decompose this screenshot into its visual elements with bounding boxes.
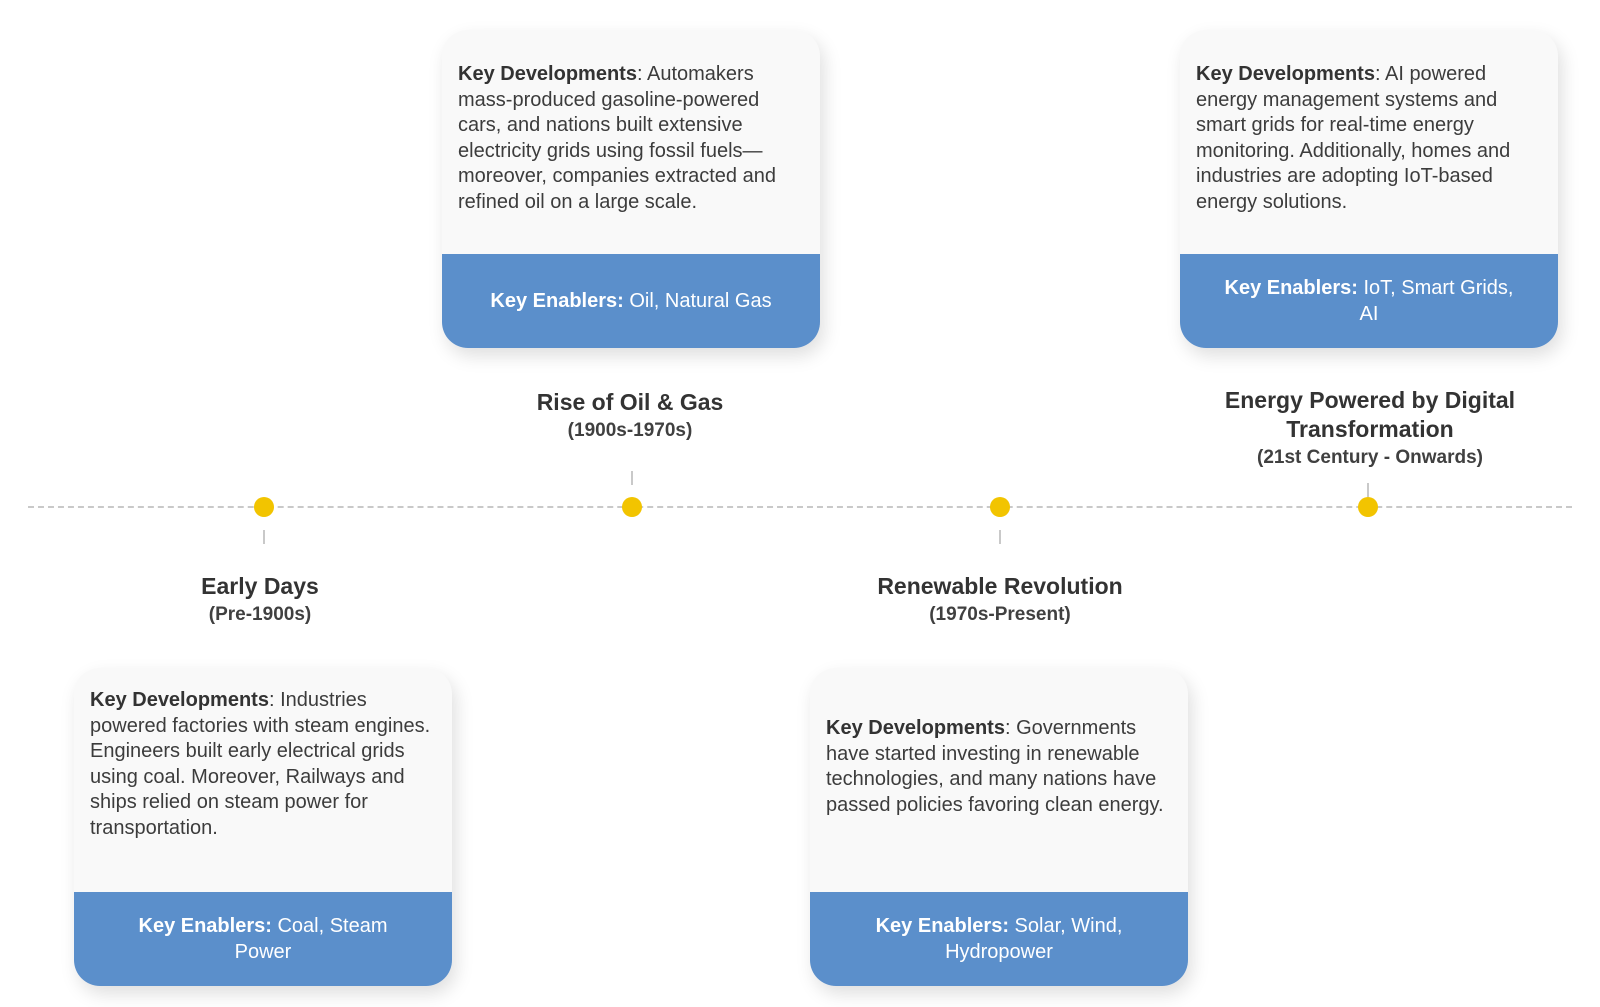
key-developments-text: AI powered energy management systems and… xyxy=(1196,63,1511,213)
key-developments: Key Developments: AI powered energy mana… xyxy=(1180,30,1558,254)
key-developments-text: Automakers mass-produced gasoline-powere… xyxy=(458,63,776,213)
key-enablers: Key Enablers: Oil, Natural Gas xyxy=(442,254,820,348)
timeline-dot-early-days xyxy=(254,497,274,517)
key-enablers: Key Enablers: Solar, Wind, Hydropower xyxy=(810,892,1188,986)
phase-card-early-days: Key Developments: Industries powered fac… xyxy=(74,668,452,986)
timeline-line xyxy=(28,506,1572,508)
timeline-dot-oil-gas xyxy=(622,497,642,517)
timeline-dot-digital xyxy=(1358,497,1378,517)
phase-heading-oil-gas: Rise of Oil & Gas (1900s-1970s) xyxy=(480,388,780,444)
timeline-dot-renewable xyxy=(990,497,1010,517)
phase-card-renewable: Key Developments: Governments have start… xyxy=(810,668,1188,986)
key-developments-label: Key Developments xyxy=(90,689,269,711)
phase-period: (21st Century - Onwards) xyxy=(1257,447,1483,468)
connector-tick xyxy=(999,530,1001,544)
key-enablers-text: IoT, Smart Grids, AI xyxy=(1357,277,1514,325)
key-developments-separator: : xyxy=(268,689,275,711)
connector-tick xyxy=(263,530,265,544)
connector-tick xyxy=(1367,483,1369,497)
phase-title: Energy Powered by Digital Transformation xyxy=(1224,387,1516,442)
key-developments: Key Developments: Industries powered fac… xyxy=(74,668,452,892)
key-enablers-label: Key Enablers: xyxy=(490,290,624,312)
key-enablers: Key Enablers: Coal, Steam Power xyxy=(74,892,452,986)
phase-title: Rise of Oil & Gas xyxy=(536,389,724,415)
key-enablers-text: Solar, Wind, Hydropower xyxy=(945,915,1123,963)
key-developments-text: Governments have started investing in re… xyxy=(826,717,1164,816)
phase-title: Early Days xyxy=(201,573,319,599)
key-developments-label: Key Developments xyxy=(826,717,1005,739)
key-developments-separator: : xyxy=(1374,63,1381,85)
connector-tick xyxy=(631,471,633,485)
phase-card-digital: Key Developments: AI powered energy mana… xyxy=(1180,30,1558,348)
key-developments: Key Developments: Governments have start… xyxy=(810,668,1188,892)
key-developments-label: Key Developments xyxy=(1196,63,1375,85)
key-enablers-label: Key Enablers: xyxy=(138,915,272,937)
key-enablers-text: Oil, Natural Gas xyxy=(623,290,772,312)
key-enablers-text: Coal, Steam Power xyxy=(234,915,388,963)
phase-period: (1970s-Present) xyxy=(929,604,1071,625)
phase-title: Renewable Revolution xyxy=(877,573,1123,599)
key-developments-separator: : xyxy=(636,63,643,85)
phase-heading-renewable: Renewable Revolution (1970s-Present) xyxy=(840,572,1160,628)
phase-heading-digital: Energy Powered by Digital Transformation… xyxy=(1190,386,1550,471)
phase-card-oil-gas: Key Developments: Automakers mass-produc… xyxy=(442,30,820,348)
key-enablers-label: Key Enablers: xyxy=(875,915,1009,937)
key-developments-label: Key Developments xyxy=(458,63,637,85)
key-developments-text: Industries powered factories with steam … xyxy=(90,689,431,839)
phase-heading-early-days: Early Days (Pre-1900s) xyxy=(140,572,380,628)
key-enablers-label: Key Enablers: xyxy=(1224,277,1358,299)
key-developments-separator: : xyxy=(1004,717,1011,739)
phase-period: (Pre-1900s) xyxy=(208,604,312,625)
phase-period: (1900s-1970s) xyxy=(567,420,693,441)
key-developments: Key Developments: Automakers mass-produc… xyxy=(442,30,820,254)
key-enablers: Key Enablers: IoT, Smart Grids, AI xyxy=(1180,254,1558,348)
